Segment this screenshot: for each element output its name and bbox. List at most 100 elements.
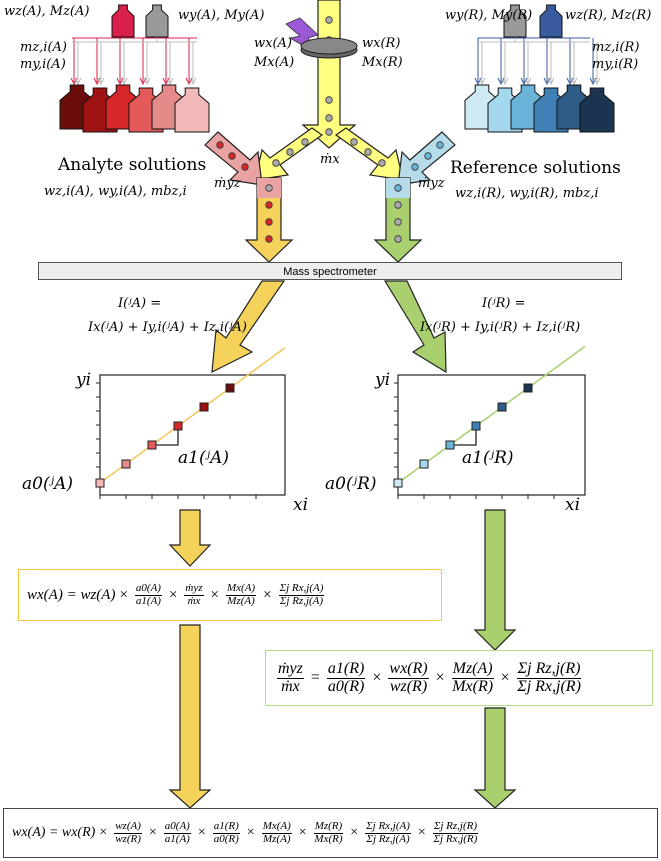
particle-dot bbox=[350, 138, 358, 146]
arrowhead-icon bbox=[166, 77, 174, 86]
particle-dot bbox=[378, 159, 386, 167]
plot-a-intercept: a0(ʲA) bbox=[22, 474, 73, 494]
fraction: Mx(A)Mz(A) bbox=[261, 820, 292, 845]
fraction-denominator: a0(R) bbox=[327, 677, 365, 695]
analyte-final-arrow bbox=[168, 624, 212, 809]
arrowhead-icon bbox=[74, 77, 82, 86]
data-point bbox=[419, 459, 429, 469]
reference-subtitle: wz,i(R), wy,i(R), mbz,i bbox=[455, 186, 599, 201]
times-sign: × bbox=[298, 825, 307, 840]
fraction: wz(A)wz(R) bbox=[114, 820, 142, 845]
fraction-denominator: Σj Rx,j(R) bbox=[517, 677, 581, 695]
fraction-denominator: a1(A) bbox=[135, 594, 161, 607]
plot-a-slope: a1(ʲA) bbox=[178, 448, 229, 468]
data-point bbox=[393, 478, 403, 488]
fraction-denominator: Mx(R) bbox=[314, 832, 343, 845]
reference-solution-bottle bbox=[579, 87, 615, 133]
analyte-manifold bbox=[72, 37, 197, 43]
data-point bbox=[95, 478, 105, 488]
fraction-numerator: a1(R) bbox=[212, 819, 240, 834]
fraction-denominator: wz(R) bbox=[115, 832, 141, 845]
times-sign: × bbox=[168, 586, 178, 603]
particle-dot bbox=[216, 141, 224, 149]
times-sign: × bbox=[435, 669, 445, 686]
fraction-numerator: Mx(A) bbox=[226, 581, 257, 596]
particle-dot bbox=[265, 201, 273, 209]
fraction: a1(R)a0(R) bbox=[326, 659, 366, 696]
flow-yz-left-label: ṁyz bbox=[214, 176, 241, 191]
particle-dot bbox=[325, 96, 333, 104]
reference-mz-label: mz,i(R) bbox=[592, 40, 640, 55]
particle-dot bbox=[424, 152, 432, 160]
fraction: wx(R)wz(R) bbox=[388, 660, 429, 696]
analyte-y-bottle-label: wy(A), My(A) bbox=[178, 8, 265, 23]
plot-frame bbox=[99, 374, 286, 496]
slope-triangle bbox=[450, 426, 477, 446]
fraction-denominator: Mz(A) bbox=[227, 594, 255, 607]
data-point bbox=[199, 402, 209, 412]
analyte-solution-bottle bbox=[174, 87, 210, 133]
data-point bbox=[497, 402, 507, 412]
particle-dot bbox=[228, 152, 236, 160]
arrowhead-icon bbox=[501, 77, 509, 86]
reference-eq-arrow bbox=[473, 509, 517, 651]
fraction-denominator: Σj Rz,j(A) bbox=[279, 594, 324, 607]
reference-y-bottle-label: wy(R), My(R) bbox=[445, 8, 533, 23]
times-sign: × bbox=[119, 586, 128, 603]
particle-dot bbox=[394, 201, 402, 209]
reference-manifold bbox=[478, 37, 590, 43]
data-point bbox=[471, 421, 481, 431]
times-sign: × bbox=[417, 825, 426, 840]
analyte-mz-label: mz,i(A) bbox=[20, 40, 67, 55]
particle-dot bbox=[301, 138, 309, 146]
sample-mx-r: Mx(R) bbox=[362, 55, 403, 70]
intensity-reference-rhs: Ix(ʲR) + Iy,i(ʲR) + Iz,i(ʲR) bbox=[420, 320, 581, 335]
fraction-denominator: Σj Rz,j(A) bbox=[366, 832, 410, 845]
plot-a-ylabel: yi bbox=[76, 370, 92, 390]
arrowhead-icon bbox=[120, 77, 128, 86]
fraction-numerator: Σj Rz,j(R) bbox=[516, 659, 582, 679]
sample-wx-a: wx(A) bbox=[254, 36, 292, 51]
fraction-numerator: Mz(A) bbox=[451, 659, 494, 679]
analyte-z-bottle-label: wz(A), Mz(A) bbox=[4, 4, 90, 19]
fraction-numerator: ṁyz bbox=[277, 659, 304, 679]
fraction-denominator: ṁx bbox=[281, 677, 300, 695]
analyte-y-bottle bbox=[145, 4, 169, 38]
analyte-subtitle: wz,i(A), wy,i(A), mbz,i bbox=[44, 184, 187, 199]
fraction: Mx(A)Mz(A) bbox=[226, 581, 257, 607]
data-point bbox=[523, 383, 533, 393]
arrowhead-icon bbox=[478, 77, 486, 86]
fraction-numerator: a0(A) bbox=[163, 819, 191, 834]
data-point bbox=[173, 421, 183, 431]
flow-x-label: ṁx bbox=[320, 152, 340, 167]
plot-frame bbox=[397, 374, 586, 496]
flow-yz-right-label: ṁyz bbox=[418, 176, 445, 191]
fraction: Mz(R)Mx(R) bbox=[313, 820, 344, 845]
times-sign: × bbox=[210, 586, 219, 603]
particle-dot bbox=[394, 235, 402, 243]
plot-a-xlabel: xi bbox=[293, 495, 309, 515]
fraction-denominator: Mx(R) bbox=[452, 677, 494, 695]
times-sign: × bbox=[263, 586, 272, 603]
arrowhead-icon bbox=[570, 77, 578, 86]
data-point bbox=[445, 440, 455, 450]
fraction-numerator: a1(R) bbox=[326, 659, 366, 679]
times-sign: × bbox=[197, 825, 206, 840]
arrowhead-icon bbox=[143, 77, 151, 86]
particle-dot bbox=[436, 141, 444, 149]
fraction: Σj Rx,j(A)Σj Rz,j(A) bbox=[365, 820, 411, 845]
particle-dot bbox=[241, 163, 249, 171]
fit-line bbox=[99, 347, 286, 484]
fraction: Mz(A)Mx(R) bbox=[451, 659, 494, 696]
reference-y-bottle bbox=[503, 4, 527, 38]
intensity-analyte-lhs: I(ʲA) = bbox=[118, 296, 162, 311]
fraction-denominator: a0(R) bbox=[213, 832, 239, 845]
analyte-title: Analyte solutions bbox=[58, 155, 207, 175]
arrowhead-icon bbox=[189, 77, 197, 86]
equation-lhs: wx(A) = wx(R) bbox=[12, 825, 96, 840]
reference-final-arrow bbox=[473, 707, 517, 809]
